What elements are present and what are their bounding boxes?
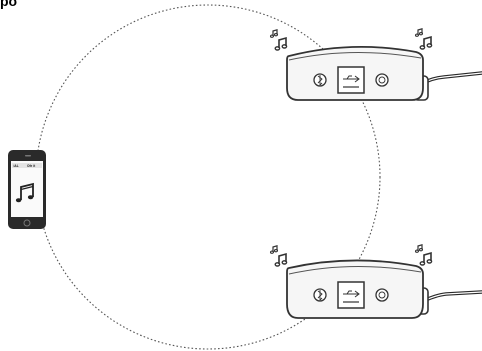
power-icon: [376, 74, 388, 86]
music-notes-icon: [271, 246, 287, 266]
music-notes-icon: [416, 29, 432, 49]
phone-status-right: Ofe it: [27, 164, 36, 168]
power-icon: [376, 289, 388, 301]
phone-status-left: iAL: [14, 164, 19, 168]
usb-port: [338, 282, 364, 308]
speaker-upper: [287, 47, 482, 100]
speaker-lower: [287, 260, 482, 318]
music-notes-icon: [271, 30, 287, 50]
phone: iAL Ofe it: [8, 150, 46, 229]
music-notes-icon: [416, 245, 432, 265]
phone-screen: [11, 161, 43, 217]
speaker-upper-cable: [421, 73, 482, 84]
usb-port: [338, 67, 364, 93]
